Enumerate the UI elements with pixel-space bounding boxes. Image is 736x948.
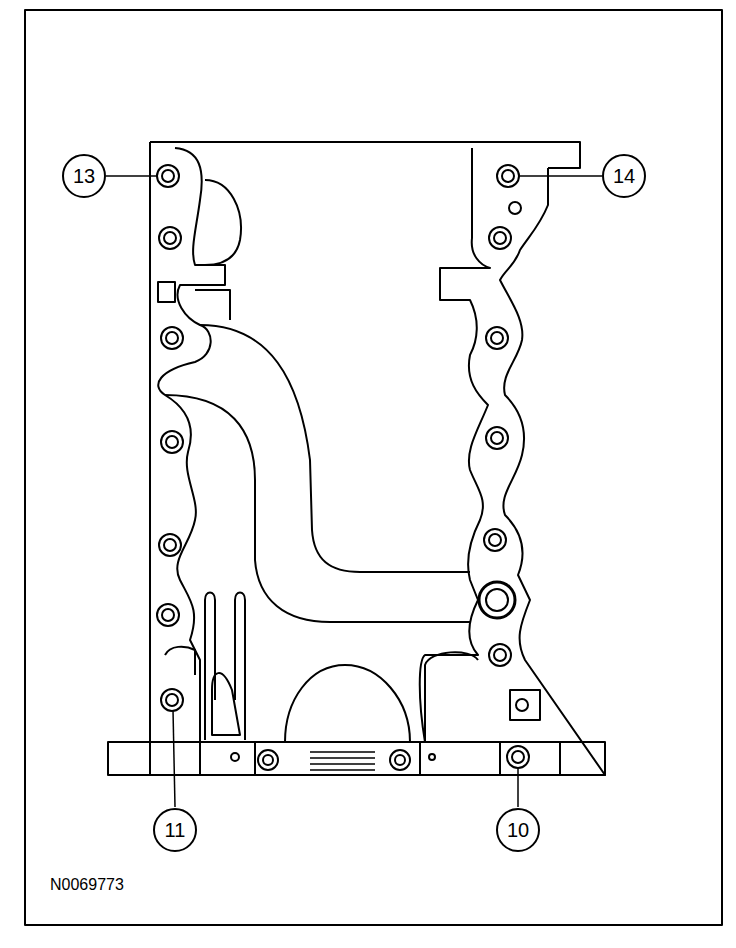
leader-line [106,175,158,177]
callout-number: 11 [165,820,186,840]
callout-circle: 14 [602,154,646,198]
callout-circle: 10 [496,808,540,852]
callout-circle: 11 [153,808,197,852]
callout-circle: 13 [62,154,106,198]
leader-line [173,710,175,807]
callout-number: 13 [73,166,95,186]
leader-line [517,767,519,807]
callout-number: 10 [507,820,529,840]
leader-line [518,175,602,177]
frame [25,10,722,925]
callout-number: 14 [613,166,635,186]
figure-code: N0069773 [50,876,124,894]
